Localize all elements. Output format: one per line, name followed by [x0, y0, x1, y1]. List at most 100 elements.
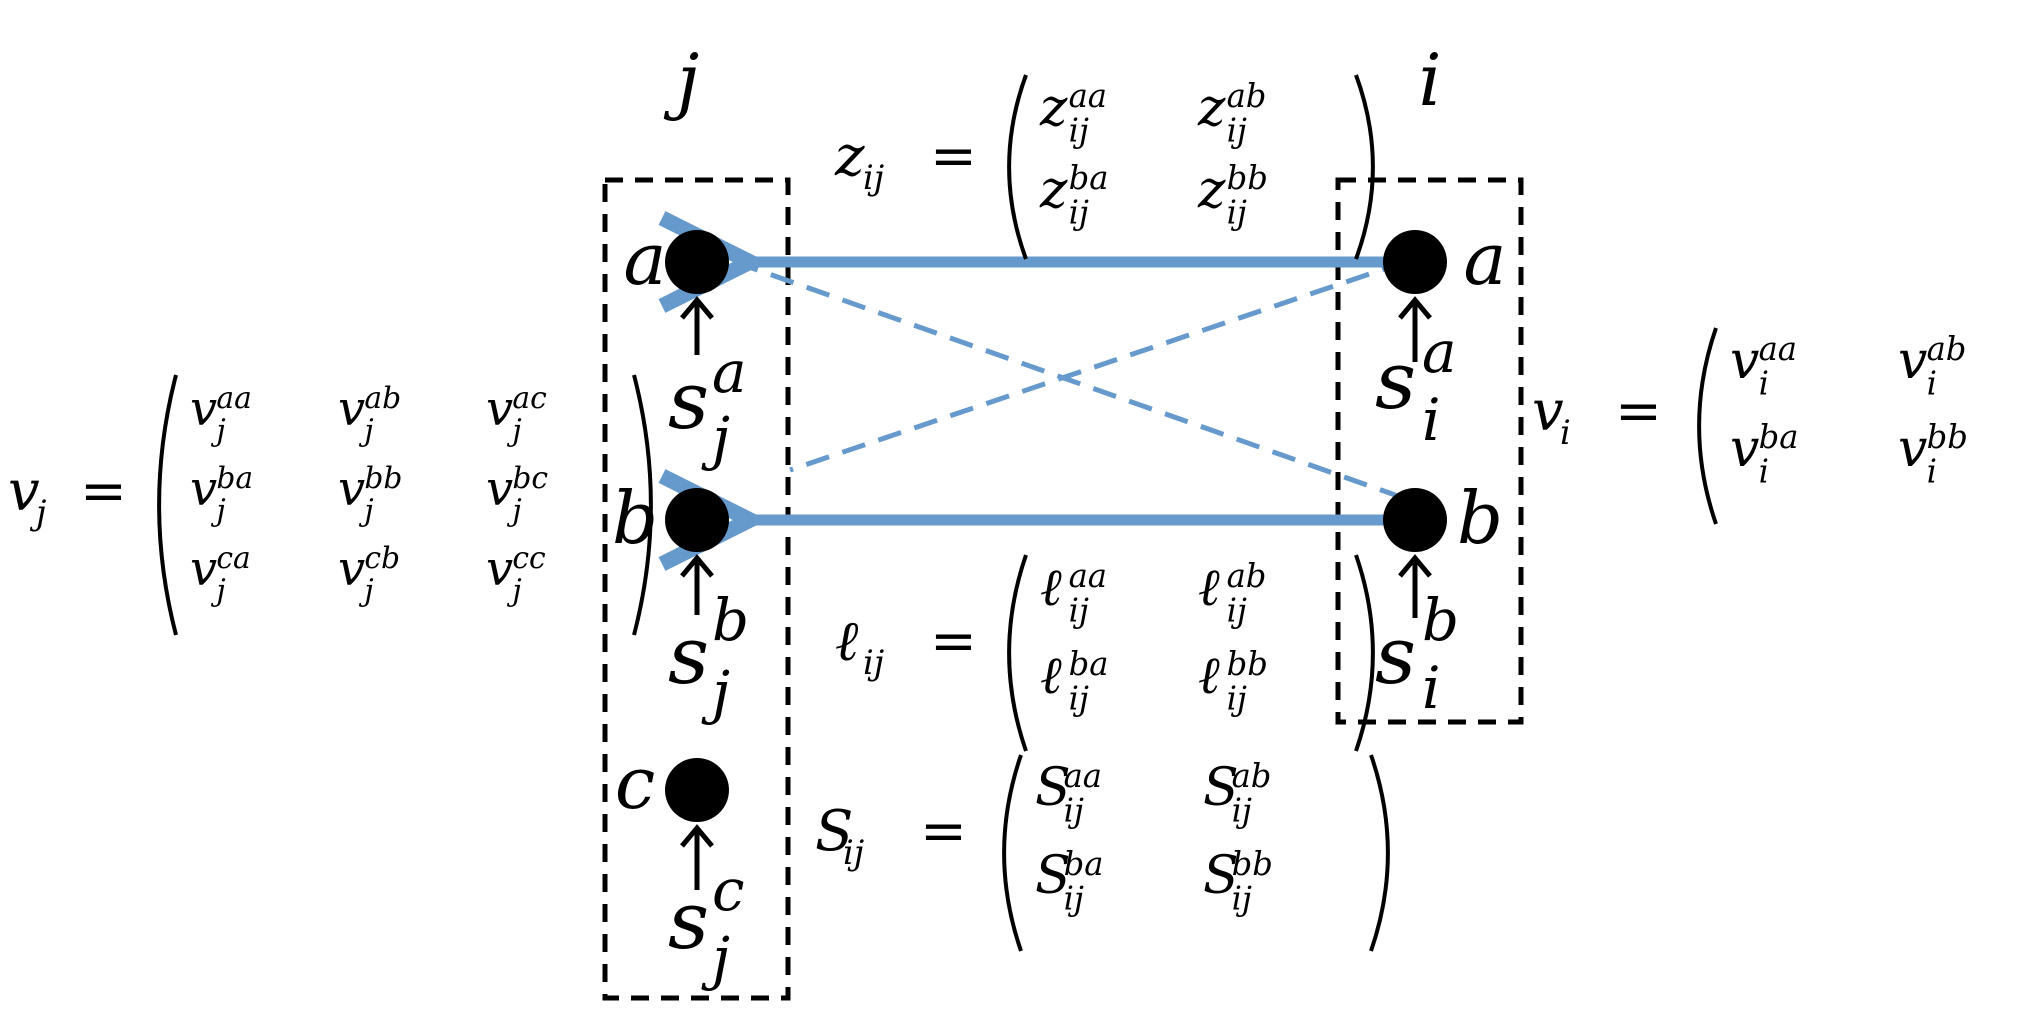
svg-text:i: i [1422, 654, 1441, 722]
lhs-subscript: i [1560, 413, 1571, 452]
bus-j-box [602, 177, 791, 1001]
lhs-symbol: z [834, 124, 865, 189]
phase-label-j-a: a [624, 217, 667, 301]
source-label-j-c: s c j [668, 856, 744, 992]
matrix-entry-superscript: ca [216, 541, 250, 576]
matrix-entry-base: S [1203, 846, 1239, 906]
matrix-entry-subscript: ij [1232, 880, 1252, 918]
matrix-entry-subscript: ij [1064, 792, 1084, 830]
left-paren [1007, 74, 1028, 260]
source-label-i-b: s b i [1375, 586, 1459, 722]
matrix-entry-base: v [486, 541, 513, 597]
matrix-entry-superscript: ba [1069, 645, 1109, 683]
matrix-entry-superscript: aa [216, 381, 251, 416]
matrix-entry-base: z [1197, 78, 1226, 138]
matrix-entry-subscript: ij [1069, 592, 1089, 630]
matrix-entry-subscript: i [1759, 365, 1769, 403]
matrix-entry-superscript: ba [216, 461, 253, 496]
node-i-b [1383, 488, 1447, 552]
svg-text:c: c [712, 856, 744, 924]
lhs-symbol: ℓ [835, 609, 859, 674]
matrix-entry-base: v [190, 461, 217, 517]
bus-j-label: j [663, 38, 699, 122]
matrix-entry-base: v [190, 541, 217, 597]
matrix-entry-base: v [1730, 419, 1759, 479]
matrix-entry-superscript: bb [1227, 159, 1268, 197]
coupling-line-b-a [789, 259, 1406, 473]
matrix-entry-base: z [1039, 78, 1068, 138]
matrix-entry-base: v [486, 381, 513, 437]
matrix-entry-superscript: cc [512, 541, 546, 576]
source-label-i-a: s a i [1375, 318, 1457, 454]
svg-text:b: b [712, 586, 749, 654]
matrix-entry-superscript: ab [1227, 77, 1267, 115]
svg-text:s: s [668, 354, 709, 447]
matrix-entry-superscript: bc [512, 461, 548, 496]
matrix-entry-base: v [1730, 331, 1759, 391]
matrix-entry-subscript: ij [1227, 592, 1247, 630]
matrix-entry-base: ℓ [1198, 558, 1220, 618]
matrix-entry-superscript: ab [1927, 330, 1967, 368]
left-paren [1002, 754, 1023, 952]
matrix-entry-superscript: bb [1232, 845, 1273, 883]
matrix-entry-base: v [486, 461, 513, 517]
node-j-c [665, 758, 729, 822]
matrix-entry-superscript: bb [364, 461, 402, 496]
svg-text:s: s [1375, 334, 1416, 427]
right-paren [632, 374, 653, 636]
svg-text:s: s [1375, 609, 1416, 702]
matrix-entry-subscript: i [1759, 453, 1769, 491]
matrix-entry-subscript: i [1927, 453, 1937, 491]
matrix-entry-base: S [1035, 846, 1071, 906]
matrix-entry-superscript: ba [1069, 159, 1109, 197]
right-paren [1354, 554, 1375, 752]
left-paren [1697, 327, 1718, 525]
matrix-entry-base: S [1035, 758, 1071, 818]
equals-sign: = [920, 799, 967, 864]
matrix-entry-subscript: ij [1232, 792, 1252, 830]
matrix-entry-base: z [1197, 160, 1226, 220]
source-arrow-i-a [1398, 296, 1432, 362]
matrix-entry-superscript: ab [1232, 757, 1272, 795]
right-paren [1354, 74, 1375, 260]
source-arrow-j-c [680, 824, 714, 890]
bus-i-label: i [1418, 38, 1441, 122]
matrix-entry-superscript: aa [1759, 330, 1797, 368]
matrix-entry-superscript: bb [1227, 645, 1268, 683]
matrix-entry-base: ℓ [1040, 646, 1062, 706]
bus-i-box [1335, 177, 1524, 725]
matrix-entry-base: v [338, 381, 365, 437]
lhs-subscript: ij [863, 643, 884, 682]
node-j-b [665, 488, 729, 552]
svg-text:s: s [668, 609, 709, 702]
phase-label-i-a: a [1464, 217, 1507, 301]
equals-sign: = [80, 459, 127, 524]
matrix-entry-base: v [1898, 331, 1927, 391]
svg-text:b: b [1422, 586, 1459, 654]
node-j-a [665, 230, 729, 294]
equals-sign: = [1615, 379, 1662, 444]
matrix-entry-subscript: ij [1227, 194, 1247, 232]
lhs-symbol: S [815, 799, 853, 864]
source-arrow-j-a [680, 296, 714, 355]
matrix-entry-superscript: ba [1759, 418, 1799, 456]
lhs-subscript: ij [843, 833, 864, 872]
matrix-entry-superscript: aa [1069, 77, 1107, 115]
phase-label-i-b: b [1457, 476, 1503, 560]
source-arrow-j-b [680, 554, 714, 615]
lhs-symbol: v [8, 459, 40, 524]
matrix-entry-superscript: ab [1227, 557, 1267, 595]
equals-sign: = [930, 609, 977, 674]
matrix-entry-subscript: i [1927, 365, 1937, 403]
lhs-symbol: v [1532, 379, 1564, 444]
left-paren [157, 374, 178, 636]
matrix-entry-base: ℓ [1040, 558, 1062, 618]
source-label-j-b: s b j [668, 586, 749, 726]
matrix-entry-superscript: ab [364, 381, 401, 416]
matrix-entry-subscript: ij [1069, 112, 1089, 150]
matrix-entry-base: v [338, 461, 365, 517]
right-paren [1369, 754, 1390, 952]
